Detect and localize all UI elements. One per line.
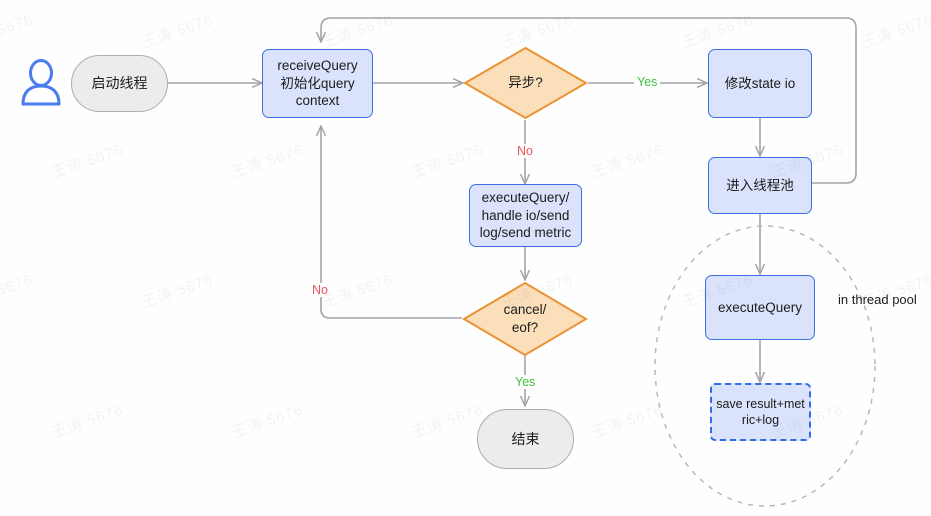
user-icon — [21, 59, 61, 106]
edge-label-cancel-yes: Yes — [512, 375, 539, 389]
node-receive-query-label: receiveQuery 初始化query context — [277, 57, 358, 109]
node-execute-query-sync-label: executeQuery/ handle io/send log/send me… — [479, 189, 572, 241]
node-execute-query-pool[interactable]: executeQuery — [705, 275, 815, 340]
node-end-label: 结束 — [511, 430, 540, 447]
node-save-result-label: save result+met ric+log — [716, 396, 805, 428]
node-execute-query-pool-label: executeQuery — [717, 299, 803, 315]
node-cancel-eof-label: cancel/ eof? — [503, 302, 547, 335]
diamond-shape — [462, 281, 588, 357]
node-execute-query-sync[interactable]: executeQuery/ handle io/send log/send me… — [469, 184, 582, 247]
edge-label-cancel-no: No — [309, 283, 331, 297]
node-enter-thread-pool-label: 进入线程池 — [726, 177, 794, 193]
thread-pool-group-boundary — [654, 225, 876, 507]
node-is-async-label: 异步? — [508, 75, 543, 91]
edge-label-async-yes: Yes — [634, 75, 661, 89]
diamond-shape — [463, 46, 588, 120]
edge-label-async-no: No — [514, 144, 536, 158]
node-is-async[interactable]: 异步? — [463, 46, 588, 120]
node-enter-thread-pool[interactable]: 进入线程池 — [708, 157, 812, 214]
node-start-label: 启动线程 — [91, 75, 148, 92]
node-start[interactable]: 启动线程 — [71, 55, 168, 112]
node-receive-query[interactable]: receiveQuery 初始化query context — [262, 49, 373, 118]
node-modify-state-io[interactable]: 修改state io — [708, 49, 812, 118]
node-cancel-eof[interactable]: cancel/ eof? — [462, 281, 588, 357]
node-save-result[interactable]: save result+met ric+log — [710, 383, 811, 441]
node-end[interactable]: 结束 — [477, 409, 574, 469]
edge-pool-to-receive-loop — [321, 17, 857, 184]
thread-pool-group-label: in thread pool — [838, 292, 917, 307]
edge-cancel-no-loop — [321, 126, 462, 319]
node-modify-state-io-label: 修改state io — [724, 75, 796, 91]
